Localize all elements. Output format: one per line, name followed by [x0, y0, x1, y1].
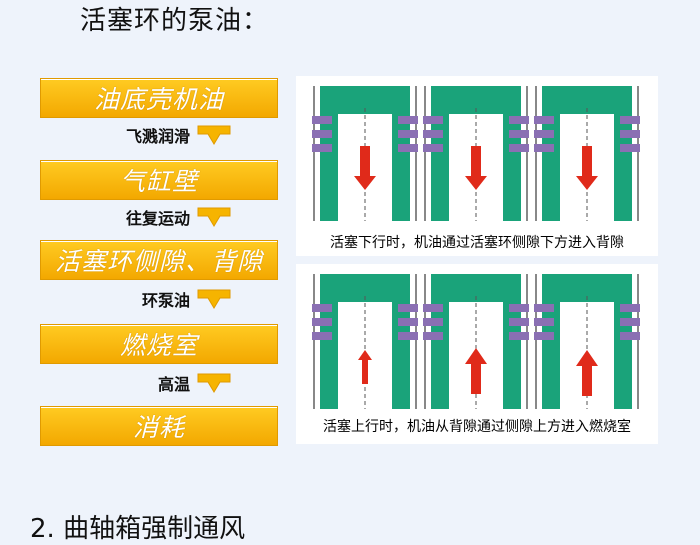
piston-up-diagram [312, 274, 640, 409]
flow-step-label: 环泵油 [141, 291, 190, 310]
piston-up-caption: 活塞上行时，机油从背隙通过侧隙上方进入燃烧室 [323, 419, 631, 435]
flow-step-high-temp: 高温 [70, 372, 232, 394]
flow-step-label: 高温 [157, 375, 190, 394]
flow-step-splash: 飞溅润滑 [70, 124, 232, 146]
chevron-down-icon [197, 373, 231, 393]
chevron-down-icon [197, 207, 231, 227]
flow-box-cylinder-wall: 气缸壁 [40, 160, 278, 200]
section-heading: 2. 曲轴箱强制通风 [30, 514, 246, 544]
flow-step-reciprocating: 往复运动 [70, 206, 232, 228]
piston-down-caption: 活塞下行时，机油通过活塞环侧隙下方进入背隙 [330, 235, 624, 251]
piston-down-panel: 活塞下行时，机油通过活塞环侧隙下方进入背隙 [296, 76, 658, 256]
flow-step-label: 飞溅润滑 [125, 127, 190, 146]
flow-step-ring-pumping: 环泵油 [70, 288, 232, 310]
flow-box-combustion-chamber: 燃烧室 [40, 324, 278, 364]
chevron-down-icon [197, 125, 231, 145]
flow-box-ring-clearance: 活塞环侧隙、背隙 [40, 240, 278, 280]
flow-step-label: 往复运动 [125, 209, 190, 228]
flow-box-consumption: 消耗 [40, 406, 278, 446]
piston-up-panel: 活塞上行时，机油从背隙通过侧隙上方进入燃烧室 [296, 264, 658, 444]
chevron-down-icon [197, 289, 231, 309]
flow-box-oil-pan: 油底壳机油 [40, 78, 278, 118]
piston-down-diagram [312, 86, 640, 221]
page-title: 活塞环的泵油： [80, 6, 270, 36]
